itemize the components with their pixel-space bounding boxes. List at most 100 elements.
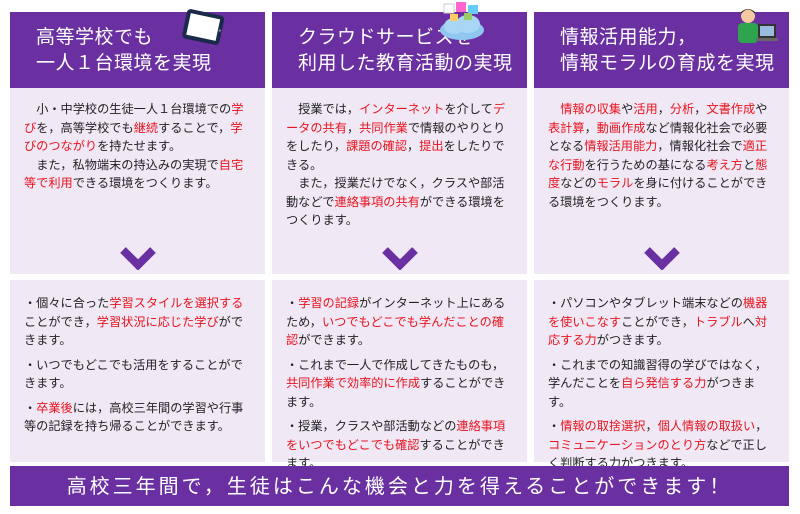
highlighted-text: 考え方 — [706, 157, 743, 172]
text-run: また，私物端末の持込みの実現で — [36, 157, 219, 172]
chevron-down-icon — [119, 246, 157, 274]
highlighted-text: 卒業後 — [36, 400, 73, 415]
text-run: できる環境をつくります。 — [72, 176, 218, 190]
description-paragraph: 授業では，インターネットを介してデータの共有，共同作業で情報のやりとりをしたり，… — [286, 100, 513, 174]
divider — [534, 274, 789, 280]
highlighted-text: 分析 — [669, 102, 695, 116]
arrow-area — [534, 246, 789, 274]
highlighted-text: 学習スタイルを選択する — [109, 296, 244, 310]
text-run: や — [621, 102, 634, 116]
text-run: を介して — [444, 102, 493, 116]
highlighted-text: 文書作成 — [706, 102, 756, 116]
text-run: を，高等学校でも — [36, 120, 134, 135]
list-item: ・これまでの知識習得の学びではなく，学んだことを自ら発信する力がつきます。 — [548, 356, 775, 412]
text-run: ・ — [286, 296, 299, 310]
text-run: ， — [407, 139, 420, 153]
highlighted-text: データの共有 — [286, 102, 506, 135]
highlighted-text: 共同作業 — [359, 120, 408, 135]
person-at-computer-icon — [730, 4, 780, 58]
description-paragraph: また，私物端末の持込みの実現で自宅等で利用できる環境をつくります。 — [24, 156, 251, 193]
chevron-down-icon — [381, 246, 419, 274]
description-panel: 授業では，インターネットを介してデータの共有，共同作業で情報のやりとりをしたり，… — [272, 88, 527, 246]
text-run: を行うための基になる — [584, 157, 707, 172]
highlighted-text: 継続 — [133, 120, 159, 135]
text-run: ができます。 — [298, 333, 371, 347]
description-panel: 小・中学校の生徒一人１台環境での学びを，高等学校でも継続することで，学びのつなが… — [10, 88, 265, 246]
text-run: ・ — [24, 400, 37, 415]
highlighted-text: 学びのつながり — [24, 120, 243, 154]
text-run: ， — [755, 419, 768, 433]
text-run: ができます。 — [24, 314, 244, 348]
text-run: ， — [346, 120, 360, 135]
text-run: ， — [645, 419, 658, 433]
outcomes-panel: ・学習の記録がインターネット上にあるため，いつでもどこでも学んだことの確認ができ… — [272, 280, 527, 470]
highlighted-text: 情報活用能力 — [584, 139, 658, 153]
column-header: 情報活用能力， 情報モラルの育成を実現 — [534, 9, 789, 88]
text-run: ・授業，クラスや部活動などの — [286, 419, 457, 433]
text-run: ことができ， — [24, 314, 97, 329]
text-run: で情報のやりとりをしたり， — [286, 120, 506, 154]
highlighted-text: いつでもどこでも学んだことの確認 — [286, 314, 505, 348]
arrow-area — [272, 246, 527, 274]
highlighted-text: 対応する力 — [548, 314, 768, 348]
text-run: がつきます。 — [548, 376, 756, 409]
highlighted-text: 提出 — [419, 139, 444, 153]
text-run: など情報化社会で必要となる — [548, 120, 768, 154]
text-run: ・個々に合った — [24, 296, 110, 310]
highlighted-text: 動画作成 — [596, 120, 646, 135]
highlighted-text: 自宅等で利用 — [24, 157, 244, 191]
text-run: には，高校三年間の学習や行事等の記録を持ち帰ることができます。 — [24, 400, 244, 434]
text-run: ，情報化社会で — [657, 139, 743, 153]
text-run: を持たせます。 — [97, 139, 182, 153]
highlighted-text: 適正な行動 — [548, 139, 768, 172]
text-run: 授業では， — [298, 102, 360, 116]
tablet-icon — [180, 8, 226, 52]
highlighted-text: 態度 — [548, 157, 768, 191]
highlighted-text: 活用 — [633, 102, 658, 116]
list-item: ・いつでもどこでも活用をすることができます。 — [24, 356, 251, 393]
list-item: ・授業，クラスや部活動などの連絡事項をいつでもどこでも確認することができます。 — [286, 417, 513, 473]
footer-banner: 高校三年間で，生徒はこんな機会と力を得えることができます！ — [10, 466, 789, 506]
text-run: へ — [742, 314, 755, 329]
description-paragraph: 小・中学校の生徒一人１台環境での学びを，高等学校でも継続することで，学びのつなが… — [24, 100, 251, 156]
outcomes-panel: ・パソコンやタブレット端末などの機器を使いこなすことができ，トラブルへ対応する力… — [534, 280, 789, 470]
text-run: をしたりできる。 — [286, 139, 505, 172]
highlighted-text: 学習状況に応じた学び — [96, 314, 219, 329]
column-header: クラウドサービスを 利用した教育活動の実現 — [272, 2, 527, 88]
highlighted-text: 表計算 — [548, 120, 585, 135]
description-paragraph: また，授業だけでなく，クラスや部活動などで連絡事項の共有ができる環境をつくります… — [286, 174, 513, 230]
text-run: を身に付けることができる環境をつくります。 — [548, 176, 768, 209]
text-run: また，授業だけでなく，クラスや部活動などで — [286, 176, 505, 209]
column-title: 高等学校でも 一人１台環境を実現 — [36, 26, 212, 74]
outcomes-panel: ・個々に合った学習スタイルを選択することができ，学習状況に応じた学びができます。… — [10, 280, 265, 462]
list-item: ・パソコンやタブレット端末などの機器を使いこなすことができ，トラブルへ対応する力… — [548, 294, 775, 350]
highlighted-text: コミュニケーションのとり方 — [548, 437, 707, 452]
highlighted-text: モラル — [596, 176, 634, 190]
column-2: クラウドサービスを 利用した教育活動の実現授業では，インターネットを介してデータ… — [272, 2, 527, 470]
text-run: がインターネット上にあるため， — [286, 296, 506, 329]
highlighted-text: 情報の収集 — [560, 102, 622, 116]
column-1: 高等学校でも 一人１台環境を実現小・中学校の生徒一人１台環境での学びを，高等学校… — [10, 9, 265, 462]
text-run: などの — [560, 176, 597, 190]
column-3: 情報活用能力， 情報モラルの育成を実現情報の収集や活用，分析，文書作成や表計算，… — [534, 9, 789, 470]
text-run: ことができ， — [621, 314, 694, 329]
text-run: ・これまでの知識習得の学びではなく，学んだことを — [548, 357, 768, 391]
divider — [272, 274, 527, 280]
footer-text: 高校三年間で，生徒はこんな機会と力を得えることができます！ — [66, 474, 733, 498]
text-run: することで， — [158, 120, 231, 135]
text-run: することができます。 — [286, 376, 506, 409]
list-item: ・卒業後には，高校三年間の学習や行事等の記録を持ち帰ることができます。 — [24, 399, 251, 436]
highlighted-text: 自ら発信する力 — [621, 376, 707, 390]
highlighted-text: 情報の取捨選択 — [560, 419, 646, 433]
column-title: クラウドサービスを 利用した教育活動の実現 — [298, 26, 513, 74]
highlighted-text: 学習の記録 — [298, 296, 360, 310]
column-title: 情報活用能力， 情報モラルの育成を実現 — [560, 26, 775, 74]
text-run: ， — [584, 120, 597, 135]
text-run: ， — [657, 102, 670, 116]
arrow-area — [10, 246, 265, 274]
list-item: ・これまで一人で作成してきたものも，共同作業で効率的に作成することができます。 — [286, 356, 513, 412]
description-paragraph: 情報の収集や活用，分析，文書作成や表計算，動画作成など情報化社会で必要となる情報… — [548, 100, 775, 211]
column-header: 高等学校でも 一人１台環境を実現 — [10, 9, 265, 88]
text-run: ができる環境をつくります。 — [286, 194, 505, 228]
text-run: ・これまで一人で作成してきたものも， — [286, 357, 505, 372]
